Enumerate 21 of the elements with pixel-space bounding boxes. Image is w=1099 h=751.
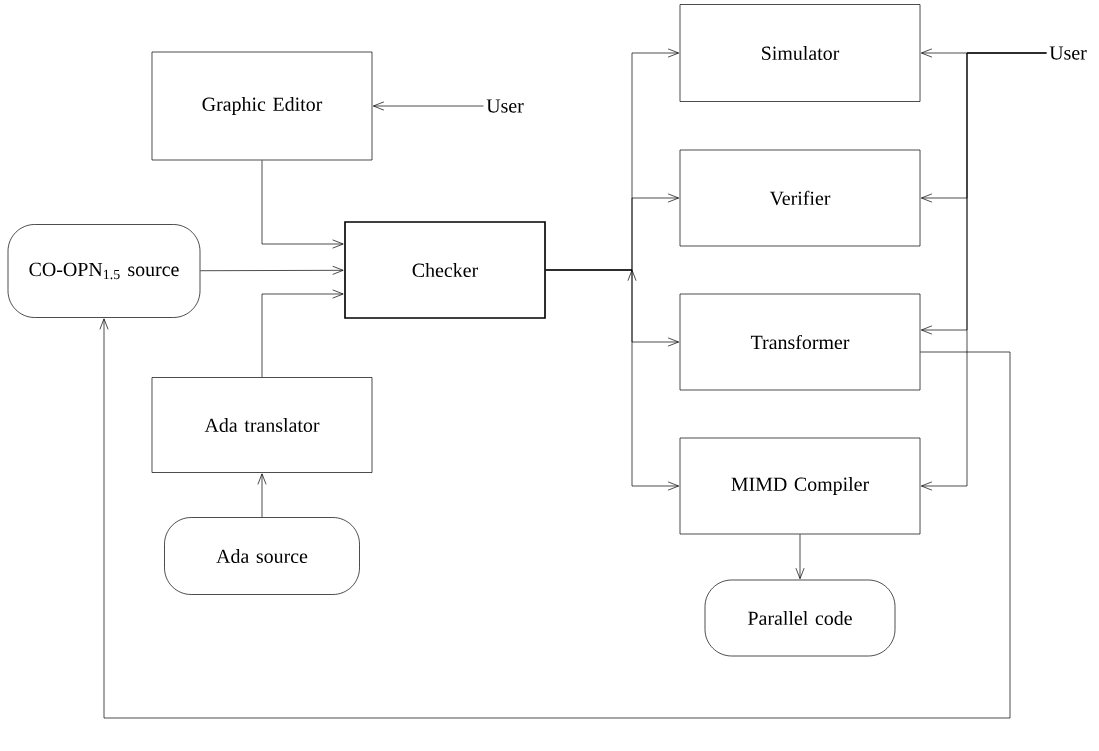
arrow — [372, 101, 484, 111]
arrow — [921, 52, 1047, 491]
process-box: Ada translator — [151, 377, 373, 473]
process-box: Graphic Editor — [151, 51, 373, 161]
process-box: Verifier — [679, 149, 921, 247]
arrow — [257, 473, 267, 518]
actor-label: User — [486, 99, 524, 113]
actor-label: User — [1049, 46, 1087, 60]
arrow — [200, 265, 344, 275]
arrow — [99, 318, 1011, 719]
process-box: Checker — [344, 221, 546, 319]
process-box: Simulator — [679, 4, 921, 102]
terminal-box: Ada source — [164, 517, 360, 595]
arrow — [795, 534, 805, 580]
process-box: MIMD Compiler — [679, 437, 921, 535]
process-box: Transformer — [679, 293, 921, 391]
terminal-box: CO-OPN$_{1.5}$ source — [7, 224, 201, 318]
arrow — [545, 269, 680, 491]
arrow — [261, 160, 344, 249]
arrow — [261, 289, 344, 378]
terminal-box: Parallel code — [704, 579, 896, 657]
